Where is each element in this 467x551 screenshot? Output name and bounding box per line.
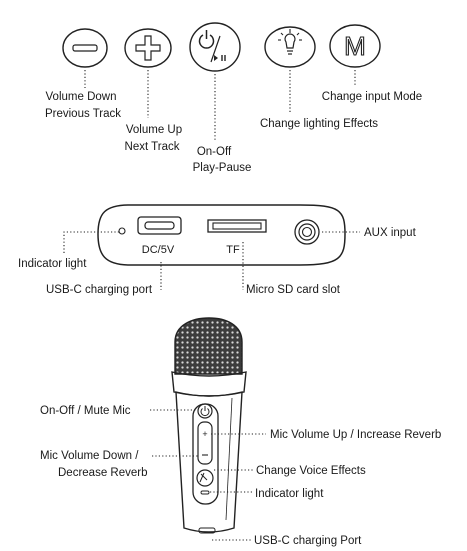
mic-power-icon (200, 408, 210, 417)
power-play-pause-icon (198, 30, 226, 63)
mode-m-icon: M (344, 31, 366, 61)
mic-body (175, 391, 243, 533)
mic-volume-down-label: Mic Volume Down / (40, 450, 139, 462)
voice-effects-label: Change Voice Effects (256, 465, 366, 477)
usb-c-port-label: USB-C charging port (46, 284, 153, 296)
indicator-light-dot (118, 227, 126, 235)
mic-indicator-light (200, 490, 210, 495)
mic-control-strip (192, 403, 219, 505)
voice-effects-button (196, 469, 214, 487)
indicator-light-label: Indicator light (18, 258, 87, 270)
mic-indicator-label: Indicator light (255, 488, 324, 500)
previous-track-label: Previous Track (45, 108, 121, 120)
volume-up-label: Volume Up (126, 124, 182, 136)
minus-icon (72, 44, 98, 52)
aux-input-label: AUX input (364, 227, 417, 239)
next-track-label: Next Track (125, 141, 180, 153)
volume-up-button (124, 28, 172, 68)
mode-button: M (329, 24, 381, 68)
micro-sd-label: Micro SD card slot (246, 284, 341, 296)
microphone: + (171, 317, 247, 534)
mic-power-button (197, 403, 213, 419)
volume-down-button (62, 28, 108, 68)
volume-down-label: Volume Down (46, 91, 117, 103)
mic-plus-icon: + (202, 429, 207, 439)
power-button (189, 22, 241, 72)
mic-usb-c-port (198, 527, 216, 534)
mic-grille (174, 317, 243, 375)
mute-mic-label: On-Off / Mute Mic (40, 405, 131, 417)
on-off-label: On-Off (197, 146, 232, 158)
lighting-effects-label: Change lighting Effects (260, 118, 378, 130)
tf-card-slot: TF (207, 219, 267, 256)
plus-icon (135, 35, 161, 61)
lighting-button (264, 26, 316, 68)
light-bulb-icon (278, 29, 302, 55)
usb-c-port: DC/5V (137, 216, 182, 256)
voice-effects-icon (199, 472, 208, 483)
decrease-reverb-label: Decrease Reverb (58, 467, 147, 479)
port-panel: DC/5V TF (97, 204, 346, 266)
play-pause-label: Play-Pause (193, 162, 252, 174)
mic-collar (171, 371, 247, 397)
aux-jack (294, 219, 320, 245)
mic-volume-up-label: Mic Volume Up / Increase Reverb (270, 429, 441, 441)
input-mode-label: Change input Mode (322, 91, 422, 103)
mic-volume-rocker: + (197, 421, 213, 465)
mic-usb-c-label: USB-C charging Port (254, 535, 362, 547)
svg-text:TF: TF (226, 244, 240, 256)
svg-text:DC/5V: DC/5V (142, 244, 175, 256)
